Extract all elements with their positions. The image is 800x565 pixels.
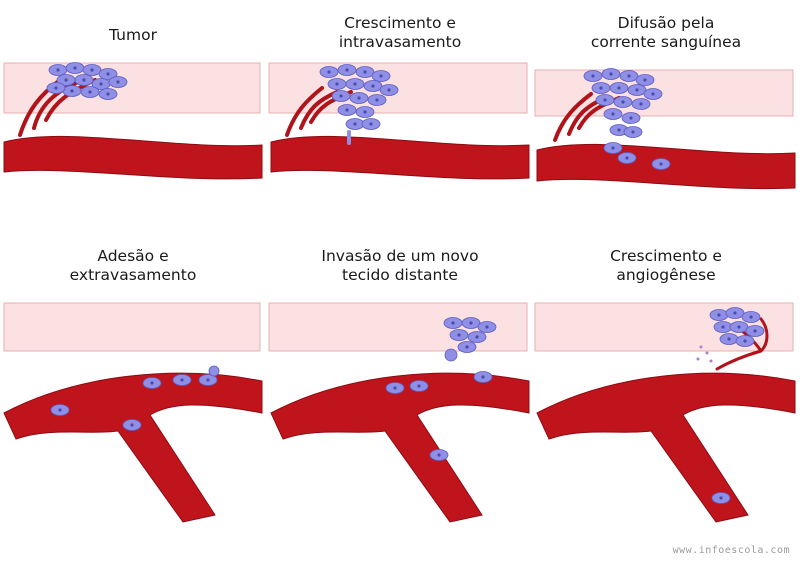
- watermark: www.infoescola.com: [672, 545, 790, 556]
- invasion-illustration: [268, 302, 530, 523]
- growth-signal-dots: [696, 345, 713, 363]
- panel-title-line: extravasamento: [69, 266, 197, 284]
- panel-title: Crescimento e angiogênese: [533, 247, 799, 285]
- panel-title-line: intravasamento: [338, 33, 462, 51]
- tissue-layer: [534, 69, 794, 117]
- panel-title-line: Crescimento e: [344, 14, 456, 32]
- intravasation-illustration: [268, 62, 530, 180]
- extravasating-cell: [208, 365, 220, 377]
- blood-vessel: [3, 135, 263, 180]
- panel-title: Adesão e extravasamento: [0, 247, 266, 285]
- tissue-layer: [3, 302, 261, 352]
- panel-title-line: corrente sanguínea: [590, 33, 742, 51]
- branching-blood-vessel: [270, 372, 530, 523]
- panel-title-line: Crescimento e: [610, 247, 722, 265]
- panel-title: Invasão de um novo tecido distante: [267, 247, 533, 285]
- panel-title-line: Adesão e: [97, 247, 169, 265]
- panel-title: Tumor: [0, 26, 266, 45]
- branching-blood-vessel: [536, 372, 796, 523]
- panel-title-line: Tumor: [109, 26, 157, 44]
- angiogenesis-illustration: [534, 302, 796, 523]
- panel-title-line: tecido distante: [342, 266, 458, 284]
- panel-distant-invasion: Invasão de um novo tecido distante: [267, 243, 533, 525]
- panel-title: Crescimento e intravasamento: [267, 14, 533, 52]
- panel-growth-angiogenesis: Crescimento e angiogênese: [533, 243, 799, 525]
- panel-title: Difusão pela corrente sanguínea: [533, 14, 799, 52]
- panel-adhesion-extravasation: Adesão e extravasamento: [0, 243, 266, 525]
- panel-title-line: Difusão pela: [617, 14, 715, 32]
- bloodstream-illustration: [534, 68, 796, 190]
- panel-title-line: angiogênese: [616, 266, 716, 284]
- panel-growth-intravasation: Crescimento e intravasamento: [267, 0, 533, 282]
- tumor-illustration: [3, 62, 263, 180]
- adhesion-illustration: [3, 302, 263, 523]
- panel-bloodstream-spread: Difusão pela corrente sanguínea: [533, 0, 799, 282]
- blood-vessel: [270, 135, 530, 180]
- branching-blood-vessel: [3, 372, 263, 523]
- panel-title-line: Invasão de um novo: [321, 247, 479, 265]
- panel-tumor: Tumor: [0, 0, 266, 282]
- circulating-tumor-cell: [711, 492, 731, 504]
- migrating-cell: [444, 348, 458, 362]
- tissue-layer: [268, 62, 528, 114]
